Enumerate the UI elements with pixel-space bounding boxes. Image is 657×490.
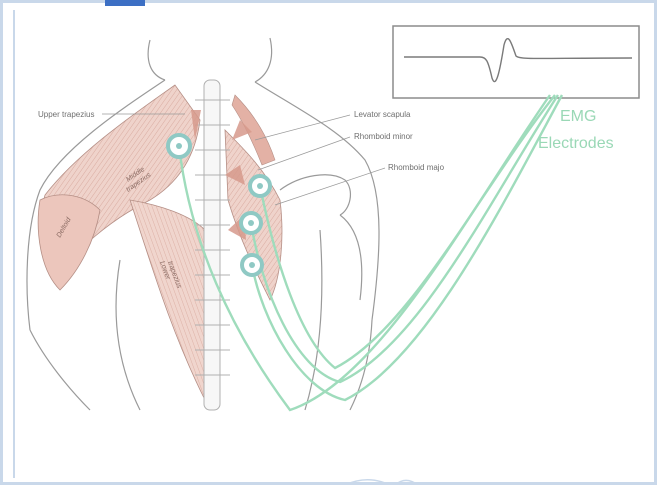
electrode-4 — [242, 255, 262, 275]
electrode-2 — [250, 176, 270, 196]
label-upper-trapezius: Upper trapezius — [38, 110, 94, 119]
label-rhomboid-minor: Rhomboid minor — [354, 132, 413, 141]
left-arm-outline — [30, 330, 90, 410]
leader-rhomboid-major — [275, 168, 385, 205]
left-torso-outline — [116, 260, 140, 410]
label-rhomboid-major: Rhomboid majo — [388, 163, 445, 172]
neck-left-outline — [148, 40, 165, 80]
electrode-3 — [241, 213, 261, 233]
emg-title-line1: EMG — [560, 108, 596, 125]
leader-levator — [255, 115, 350, 140]
emg-signal-box — [393, 26, 639, 98]
electrode-1 — [168, 135, 190, 157]
top-tab — [105, 0, 145, 6]
neck-right-outline — [255, 38, 272, 82]
signal-box-border — [393, 26, 639, 98]
scapula-outline — [280, 175, 350, 215]
label-levator-scapula: Levator scapula — [354, 110, 411, 119]
deltoid-muscle — [38, 195, 100, 290]
emg-title-line2: Electrodes — [538, 135, 614, 152]
humerus-outline — [340, 215, 362, 300]
